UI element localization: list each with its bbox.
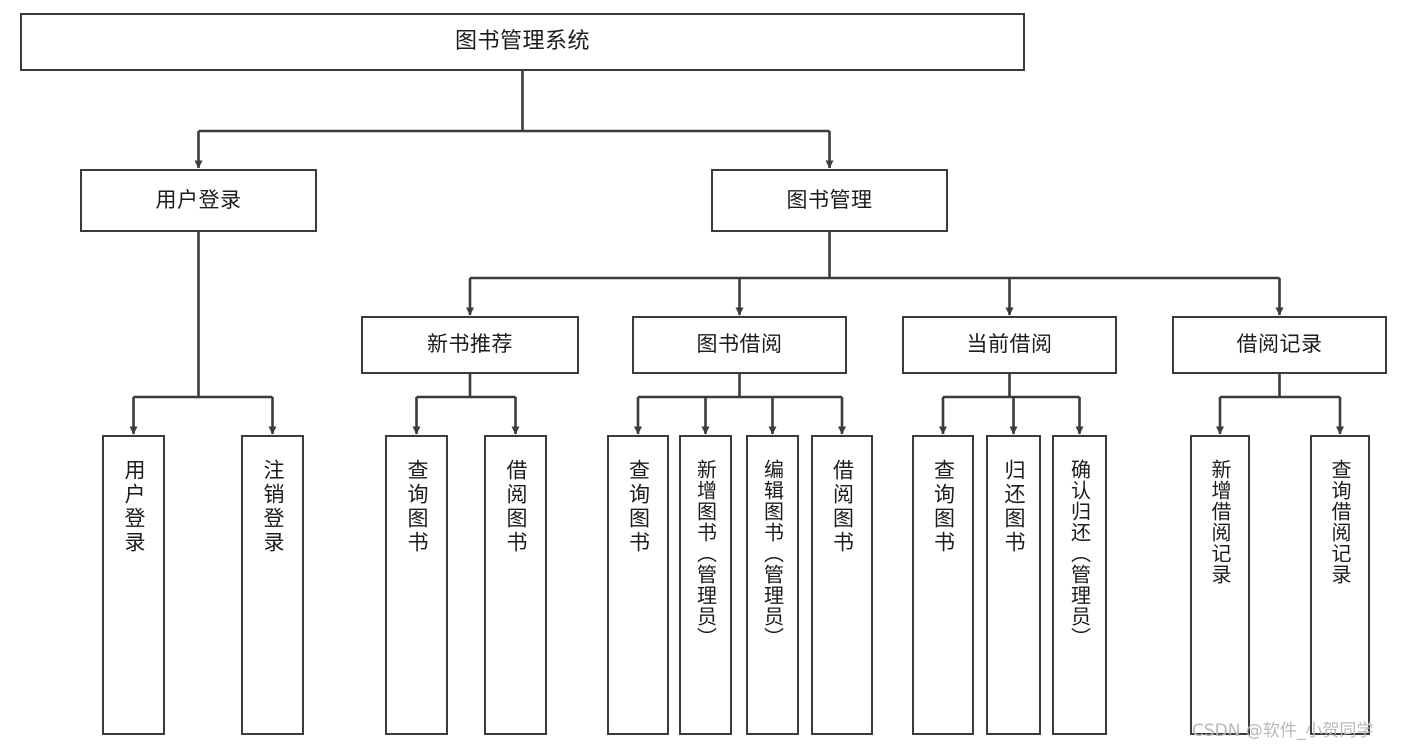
node-label: 借阅记录 xyxy=(1236,332,1323,357)
node-root[interactable]: 图书管理系统 xyxy=(20,13,1025,71)
node-l_q3[interactable]: 查询图书 xyxy=(912,435,974,735)
node-label: 新增借阅记录 xyxy=(1208,459,1232,585)
node-current[interactable]: 当前借阅 xyxy=(902,316,1117,374)
node-login[interactable]: 用户登录 xyxy=(80,169,317,232)
node-label: 借阅图书 xyxy=(830,459,855,555)
node-label: 图书管理系统 xyxy=(454,28,590,54)
node-l_qrec[interactable]: 查询借阅记录 xyxy=(1310,435,1370,735)
node-l_q1[interactable]: 查询图书 xyxy=(385,435,448,735)
node-l_login[interactable]: 用户登录 xyxy=(102,435,165,735)
node-l_edit[interactable]: 编辑图书（管理员） xyxy=(746,435,799,735)
node-label: 查询图书 xyxy=(626,459,651,555)
node-label: 确认归还（管理员） xyxy=(1067,459,1092,648)
node-label: 编辑图书（管理员） xyxy=(760,459,785,648)
node-label: 图书管理 xyxy=(786,187,873,212)
node-records[interactable]: 借阅记录 xyxy=(1172,316,1387,374)
node-l_ret[interactable]: 归还图书 xyxy=(986,435,1041,735)
node-label: 图书借阅 xyxy=(696,332,783,357)
node-label: 查询图书 xyxy=(405,459,429,555)
csdn-watermark: CSDN @软件_小贺同学 xyxy=(1192,721,1374,741)
node-l_add[interactable]: 新增图书（管理员） xyxy=(679,435,732,735)
node-newrec[interactable]: 新书推荐 xyxy=(361,316,579,374)
node-label: 用户登录 xyxy=(122,459,146,555)
node-l_b1[interactable]: 借阅图书 xyxy=(484,435,547,735)
node-l_newrec[interactable]: 新增借阅记录 xyxy=(1190,435,1250,735)
node-label: 新增图书（管理员） xyxy=(693,459,718,648)
node-l_b2[interactable]: 借阅图书 xyxy=(811,435,873,735)
node-l_conf[interactable]: 确认归还（管理员） xyxy=(1052,435,1107,735)
node-label: 查询图书 xyxy=(931,459,956,555)
edge-lines xyxy=(129,71,1344,435)
node-l_q2[interactable]: 查询图书 xyxy=(607,435,669,735)
node-label: 用户登录 xyxy=(155,187,242,212)
node-l_logout[interactable]: 注销登录 xyxy=(241,435,304,735)
node-label: 新书推荐 xyxy=(427,332,513,357)
node-label: 注销登录 xyxy=(261,459,285,555)
node-label: 当前借阅 xyxy=(966,332,1053,357)
node-bookmgmt[interactable]: 图书管理 xyxy=(711,169,948,232)
node-borrow[interactable]: 图书借阅 xyxy=(632,316,847,374)
node-label: 查询借阅记录 xyxy=(1328,459,1352,585)
node-label: 归还图书 xyxy=(1002,459,1026,555)
node-label: 借阅图书 xyxy=(504,459,528,555)
